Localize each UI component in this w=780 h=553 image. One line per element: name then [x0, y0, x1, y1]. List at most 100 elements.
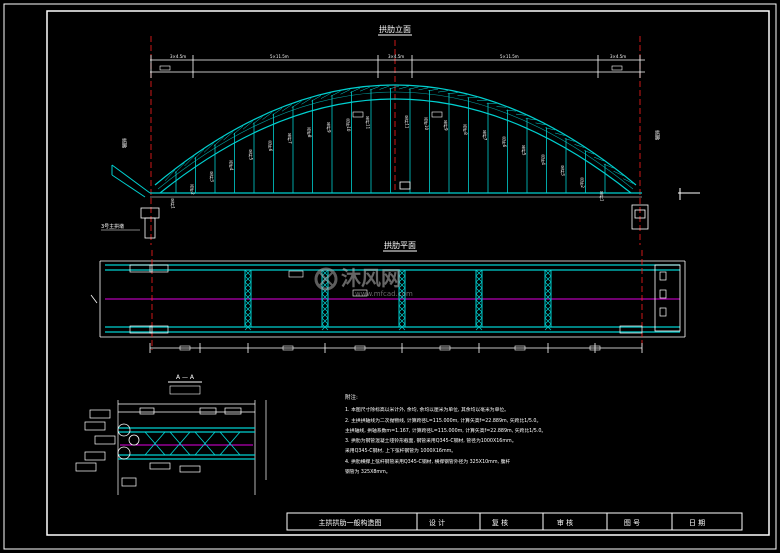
elevation-view: 拱肋立面 3×4.5m 5×11.5m 3×4.5m 5×11.5m 3×4.5…	[101, 24, 700, 245]
hanger-label: 吊杆2	[580, 177, 585, 188]
dim-span-right: 5×11.5m	[500, 54, 519, 59]
arch-web	[379, 85, 390, 90]
arch-web	[584, 150, 595, 155]
arch-web	[613, 170, 624, 176]
arch-web	[564, 138, 575, 142]
arch-web	[369, 86, 380, 91]
arch-web	[213, 136, 224, 147]
arch-web	[398, 86, 409, 90]
arch-web	[428, 88, 439, 92]
lateral-brace	[544, 269, 552, 331]
hanger-label: 吊杆3	[561, 165, 566, 176]
notes-line-7: 钢管为 325X8mm。	[345, 468, 391, 475]
title-block: 主拱拱肋一般构造图 设 计 复 核 审 核 图 号 日 期	[286, 512, 743, 531]
arch-web	[203, 142, 214, 153]
arch-web	[311, 95, 322, 102]
arch-web	[174, 162, 185, 174]
arch-web	[515, 113, 526, 116]
hanger-label: 吊杆9	[327, 121, 332, 132]
arch-web	[350, 87, 361, 93]
left-support-label: 拱脚	[121, 137, 127, 149]
hanger-label: 吊杆2	[190, 184, 195, 195]
hanger-label: 吊杆1	[600, 190, 605, 201]
title-drawing-name: 主拱拱肋一般构造图	[319, 518, 382, 527]
hanger-label: 吊杆10	[346, 118, 351, 132]
right-support-label: 拱脚	[654, 129, 660, 141]
dim-end-right: 3×4.5m	[610, 54, 626, 59]
title-design: 设 计	[429, 518, 445, 527]
hanger-label: 吊杆10	[424, 117, 429, 131]
dim-box	[282, 345, 294, 351]
hanger-label: 吊杆4	[541, 154, 546, 165]
hanger-label: 吊杆6	[502, 136, 507, 147]
arch-web	[545, 127, 556, 131]
arch-web	[525, 118, 536, 121]
inner-frame	[46, 10, 770, 536]
hanger-label: 吊杆9	[444, 119, 449, 130]
arch-upper-chord	[154, 84, 637, 186]
hanger-label: 吊杆8	[463, 124, 468, 135]
lateral-brace	[398, 269, 406, 331]
dim-box	[179, 345, 191, 351]
arch-web	[252, 116, 263, 125]
arch-web	[320, 93, 331, 99]
watermark: 沐风网 www.mfcad.com	[314, 266, 413, 298]
arch-web	[506, 109, 517, 112]
dim-center: 3×4.5m	[388, 54, 404, 59]
notes-line-4: 3. 拱肋为钢管混凝土哑铃形截面, 钢管采用Q345-C钢材, 管径为1000X…	[345, 437, 517, 444]
hanger-label: 吊杆7	[288, 133, 293, 144]
arch-web	[194, 149, 205, 160]
notes-line-3: 主拱轴线, 拱轴系数m=1.167, 计算跨径L=115.000m, 计算矢高f…	[345, 427, 546, 434]
arch-web	[340, 89, 351, 95]
hanger-label: 吊杆8	[307, 126, 312, 137]
arch-web	[554, 132, 565, 136]
arch-web	[574, 144, 585, 148]
hanger-label: 吊杆11	[405, 115, 410, 129]
arch-web	[389, 85, 400, 90]
arch-web	[330, 91, 341, 97]
arch-web	[593, 156, 604, 162]
pier-label: 3号主拱墩	[101, 223, 124, 230]
hanger-label: 吊杆1	[171, 198, 176, 209]
arch-web	[535, 122, 546, 126]
arch-web	[408, 86, 419, 90]
arch-web	[496, 106, 507, 108]
title-review: 复 核	[492, 518, 508, 527]
title-date: 日 期	[689, 519, 705, 527]
arch-web	[184, 155, 195, 167]
arch-web	[291, 101, 302, 108]
hanger-label: 吊杆6	[268, 140, 273, 151]
notes-line-2: 2. 主拱拱轴线为二次抛物线, 计算跨径L=115.000m, 计算矢高f=22…	[345, 417, 541, 424]
arch-web	[233, 126, 244, 135]
arch-web	[457, 94, 468, 96]
dim-span-left: 5×11.5m	[270, 54, 289, 59]
outer-frame	[3, 3, 777, 550]
hanger-label: 吊杆5	[522, 144, 527, 155]
arch-web	[242, 121, 253, 130]
arch-web	[223, 131, 234, 141]
notes-line-1: 1. 本图尺寸除标高以米计外, 余均, 余均以厘米为单位, 其余均以毫米为单位。	[345, 406, 509, 413]
notes-block: 附注: 1. 本图尺寸除标高以米计外, 余均, 余均以厘米为单位, 其余均以毫米…	[345, 393, 546, 475]
notes-heading: 附注:	[345, 393, 358, 401]
arch-web	[359, 86, 370, 92]
hanger-label: 吊杆11	[366, 116, 371, 130]
arch-lower-chord	[159, 98, 632, 194]
lateral-brace	[244, 269, 252, 331]
title-audit: 审 核	[557, 518, 573, 527]
arch-web	[262, 112, 273, 120]
arch-web	[272, 108, 283, 116]
hanger-label: 吊杆5	[249, 149, 254, 160]
hanger-label: 吊杆4	[229, 159, 234, 170]
dim-box	[514, 345, 526, 351]
watermark-url: www.mfcad.com	[355, 290, 413, 298]
arch-web	[164, 170, 175, 182]
arch-web	[301, 98, 312, 105]
hanger-label: 吊杆3	[210, 171, 215, 182]
dim-box	[439, 345, 451, 351]
hanger-label: 吊杆7	[483, 129, 488, 140]
watermark-logo-icon	[314, 267, 338, 291]
arch-web	[447, 92, 458, 94]
notes-line-6: 4. 拱肋横撑上弦杆钢管采用Q345-C钢材, 横撑钢管外径为 325X10mm…	[345, 458, 510, 465]
